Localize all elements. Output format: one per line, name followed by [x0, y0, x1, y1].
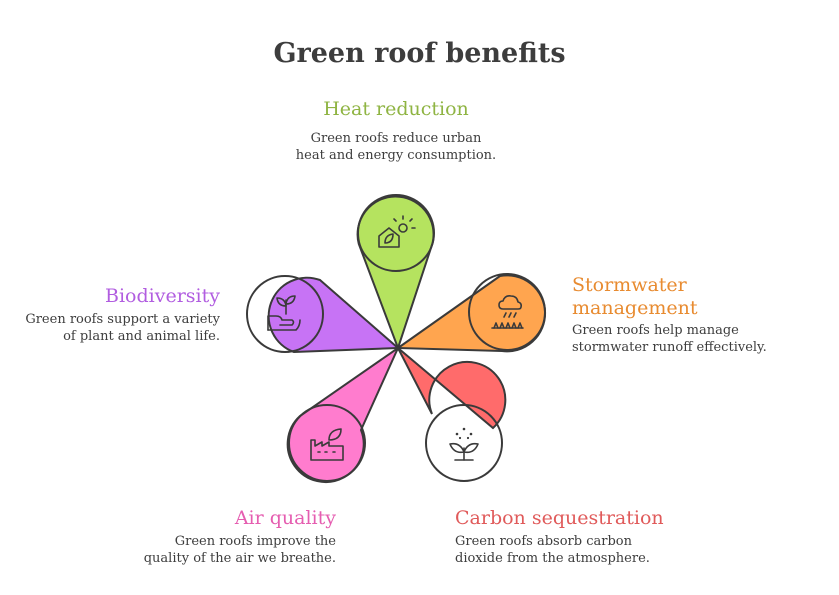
petal-circle-bio: [246, 275, 324, 353]
petal-shape-stormwater: [394, 274, 547, 353]
petal-heat-reduction: [356, 194, 435, 352]
petal-stormwater: [394, 273, 547, 353]
petal-shape-bio: [267, 276, 401, 354]
desc-biodiversity: Green roofs support a variety of plant a…: [25, 312, 220, 344]
petal-shape-carbon: [397, 347, 507, 430]
desc-stormwater: Green roofs help manage stormwater runof…: [572, 323, 767, 355]
petal-circle-stormwater: [468, 273, 546, 351]
label-air-quality: Air quality: [234, 507, 336, 529]
diagram-title: Green roof benefits: [273, 38, 566, 69]
petal-circle-heat: [357, 194, 435, 272]
house-sun-icon: [378, 215, 416, 248]
label-biodiversity: Biodiversity: [105, 285, 220, 307]
petal-circle-air: [288, 404, 366, 482]
label-carbon: Carbon sequestration: [455, 507, 664, 529]
desc-air-quality: Green roofs improve the quality of the a…: [143, 534, 336, 566]
rain-cloud-icon: [491, 295, 524, 329]
sprout-icon: [449, 427, 479, 461]
label-stormwater: Stormwater management: [572, 274, 698, 319]
label-heat-reduction: Heat reduction: [323, 98, 469, 120]
factory-leaf-icon: [310, 428, 344, 461]
petal-air-quality: [286, 345, 401, 483]
petal-carbon: [397, 347, 507, 482]
hand-plant-icon: [267, 295, 301, 331]
petal-shape-air: [286, 345, 401, 483]
desc-heat-reduction: Green roofs reduce urban heat and energy…: [295, 131, 497, 163]
petal-biodiversity: [246, 275, 401, 354]
desc-carbon: Green roofs absorb carbon dioxide from t…: [455, 534, 650, 566]
petal-circle-carbon: [425, 404, 503, 482]
